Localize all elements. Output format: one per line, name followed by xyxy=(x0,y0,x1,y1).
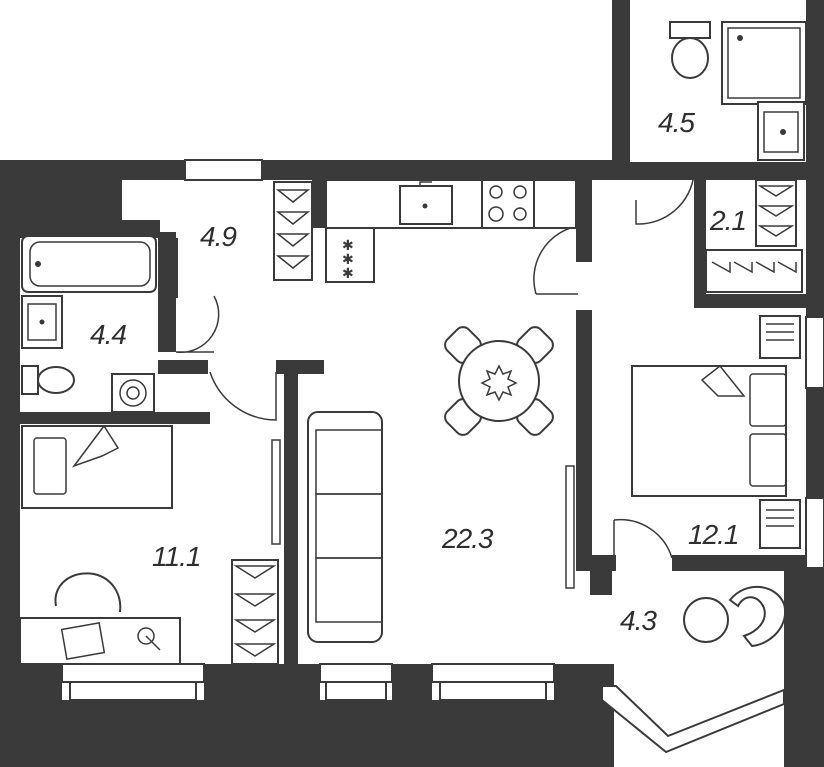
room-area: 12.1 xyxy=(688,519,739,550)
svg-text:✱: ✱ xyxy=(342,266,354,282)
tub-drain-icon xyxy=(35,261,41,267)
toilet-tank xyxy=(669,21,711,39)
armchair-icon xyxy=(728,585,787,648)
balcony: 4.3 xyxy=(620,585,787,648)
living-kitchen: 22.3 xyxy=(307,326,575,643)
doors xyxy=(175,173,695,559)
dining-table-icon xyxy=(444,326,554,436)
room-area: 4.3 xyxy=(620,605,657,636)
svg-text:✱: ✱ xyxy=(342,252,354,268)
hallway: 4.9 xyxy=(200,181,313,281)
bathroom-top: 4.5 xyxy=(658,21,807,161)
room-area: 22.3 xyxy=(441,523,494,554)
shower-tray xyxy=(721,21,807,105)
svg-text:✱: ✱ xyxy=(342,238,354,254)
bed-icon xyxy=(631,364,787,497)
sofa-icon xyxy=(307,411,383,643)
hanger-rail xyxy=(705,249,803,293)
toilet-icon xyxy=(671,37,709,79)
wardrobe xyxy=(231,559,279,665)
desk-icon xyxy=(19,572,181,665)
room-area: 4.4 xyxy=(90,319,126,350)
windows xyxy=(61,159,824,754)
counter-corner xyxy=(325,227,375,283)
toilet-tank xyxy=(21,365,39,395)
bathroom-left: 4.4 xyxy=(21,235,157,413)
room-area: 2.1 xyxy=(709,205,746,236)
toilet-icon xyxy=(37,366,75,394)
closet: 2.1 xyxy=(705,179,803,293)
room-area: 4.9 xyxy=(200,221,236,252)
wardrobe xyxy=(273,181,313,281)
coffee-table-icon xyxy=(683,597,729,643)
shelf-unit xyxy=(755,179,797,247)
room-area: 4.5 xyxy=(658,107,695,138)
nightstand xyxy=(759,499,801,549)
shower-drain-icon xyxy=(737,35,743,41)
bathtub xyxy=(21,235,157,293)
nightstand xyxy=(759,315,801,359)
bedroom-left: 11.1 xyxy=(19,424,281,665)
room-area: 11.1 xyxy=(152,541,200,572)
kitchen: ✱ ✱ ✱ xyxy=(325,179,577,283)
bed-icon xyxy=(21,424,173,509)
bedroom-right: 12.1 xyxy=(631,315,801,550)
stove-icon xyxy=(481,179,535,229)
